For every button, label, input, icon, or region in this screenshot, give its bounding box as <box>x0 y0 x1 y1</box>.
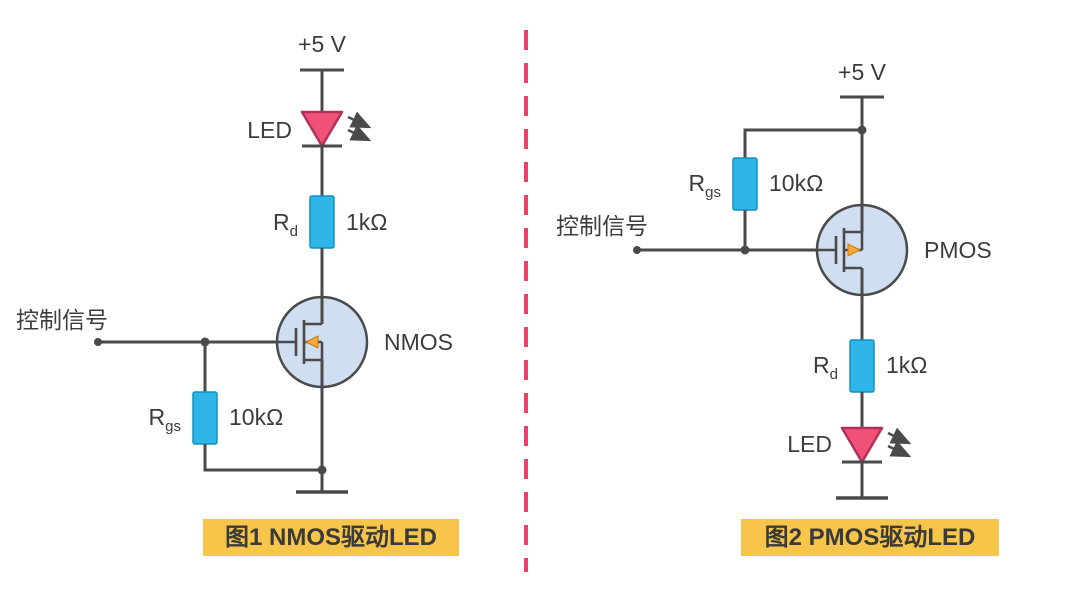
resistor-rd-body <box>849 339 875 393</box>
led-symbol <box>840 426 884 464</box>
pmos-arrow <box>847 243 862 257</box>
rd-label: Rd <box>813 352 838 383</box>
supply-label: +5 V <box>838 59 887 85</box>
resistor-rgs-body <box>732 157 758 211</box>
nmos-label: NMOS <box>384 329 453 355</box>
figure2-caption: 图2 PMOS驱动LED <box>765 524 976 551</box>
caption-box <box>203 519 459 556</box>
junction-dot <box>857 125 867 135</box>
rgs-name: R <box>149 404 166 430</box>
led-emission-arrow <box>887 427 912 445</box>
led-label: LED <box>247 117 292 143</box>
rd-label: Rd <box>273 209 298 240</box>
figure2-pmos-circuit: +5 V Rgs 10kΩ 控制信号 PMOS Rd 1kΩ LED 图2 PM… <box>556 59 999 556</box>
rd-value: 1kΩ <box>346 209 388 235</box>
rd-name: R <box>813 352 830 378</box>
control-signal-label: 控制信号 <box>16 307 108 333</box>
pmos-label: PMOS <box>924 237 992 263</box>
junction-dot <box>317 465 327 475</box>
led-label: LED <box>787 431 832 457</box>
rd-value: 1kΩ <box>886 352 928 378</box>
led-emission-arrow <box>347 111 372 129</box>
rgs-name: R <box>689 170 706 196</box>
figure1-caption: 图1 NMOS驱动LED <box>225 524 437 551</box>
led-symbol <box>300 110 344 148</box>
caption-box <box>741 519 999 556</box>
resistor-rgs-body <box>192 391 218 445</box>
rgs-value: 10kΩ <box>769 170 823 196</box>
nmos-arrow <box>304 335 319 349</box>
terminal-dot <box>633 246 641 254</box>
resistor-rd-body <box>309 195 335 249</box>
rd-name: R <box>273 209 290 235</box>
wire-rgs-to-source <box>203 444 322 472</box>
rgs-value: 10kΩ <box>229 404 283 430</box>
rd-subscript: d <box>290 223 298 240</box>
junction-dot <box>740 245 750 255</box>
control-signal-label: 控制信号 <box>556 213 648 239</box>
rgs-label: Rgs <box>689 170 721 201</box>
rgs-subscript: gs <box>705 184 721 201</box>
supply-label: +5 V <box>298 31 347 57</box>
wire-supply-to-rgs <box>743 128 862 158</box>
rd-subscript: d <box>830 366 838 383</box>
rgs-label: Rgs <box>149 404 181 435</box>
led-emission-arrow <box>347 124 372 142</box>
terminal-dot <box>94 338 102 346</box>
figure1-nmos-circuit: +5 V LED Rd 1kΩ NMOS 控制信号 Rgs 10kΩ 图1 NM… <box>16 31 459 556</box>
led-emission-arrow <box>887 440 912 458</box>
rgs-subscript: gs <box>165 418 181 435</box>
